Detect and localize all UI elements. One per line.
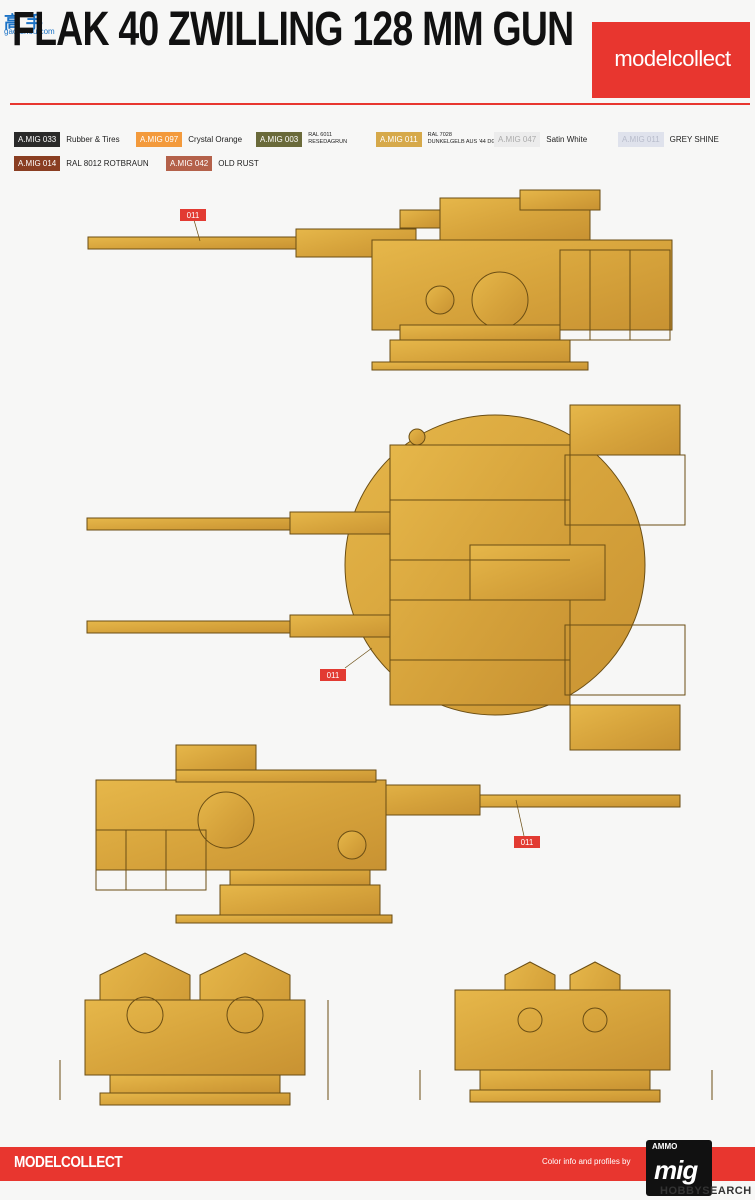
paint-code: A.MIG 047 xyxy=(494,131,541,147)
paint-code: A.MIG 011 xyxy=(618,131,664,147)
brand-logo-box xyxy=(592,22,750,98)
header-divider xyxy=(10,103,750,105)
rear-view xyxy=(419,961,713,1103)
brand-logo-text: modelcollect xyxy=(614,46,731,71)
paint-code: A.MIG 014 xyxy=(14,155,61,171)
watermark-bottom: HOBBYSEARCH xyxy=(660,1185,752,1197)
page-title: FLAK 40 ZWILLING 128 MM GUN xyxy=(12,3,574,56)
paint-name: RAL 6011 xyxy=(308,132,333,138)
paint-name: RAL 8012 ROTBRAUN xyxy=(66,158,149,168)
paint-name: OLD RUST xyxy=(218,158,259,168)
mig-logo-text: mig xyxy=(654,1155,698,1185)
front-view xyxy=(59,952,329,1106)
footer-credit: Color info and profiles by xyxy=(542,1157,631,1166)
paint-code: A.MIG 003 xyxy=(256,131,303,147)
paint-name: Crystal Orange xyxy=(188,134,243,144)
side-view-left xyxy=(87,189,673,371)
ammo-mig-logo xyxy=(646,1140,712,1196)
top-view xyxy=(86,404,686,751)
paint-name: RAL 7028 xyxy=(427,132,452,138)
paint-subname: DUNKELGELB AUS '44 DG I xyxy=(427,139,499,145)
footer-brand: MODELCOLLECT xyxy=(14,1154,123,1171)
paint-code: A.MIG 042 xyxy=(166,155,213,171)
paint-name: Satin White xyxy=(546,134,588,144)
paint-chip: A.MIG 097 Crystal Orange xyxy=(136,128,242,150)
paint-callout: 011 xyxy=(514,836,540,848)
paint-name: GREY SHINE xyxy=(669,134,719,144)
watermark-logo: 高 手 xyxy=(4,13,43,32)
paint-name: Rubber & Tires xyxy=(66,134,120,144)
paint-chip: A.MIG 033 Rubber & Tires xyxy=(14,128,120,150)
paint-code: A.MIG 011 xyxy=(376,131,422,147)
ammo-logo-text: AMMO xyxy=(652,1142,678,1151)
paint-chip: A.MIG 014 RAL 8012 ROTBRAUN xyxy=(14,152,149,174)
paint-callout: 011 xyxy=(320,669,346,681)
paint-chip: A.MIG 042 OLD RUST xyxy=(166,152,259,174)
footer-bar xyxy=(0,1147,755,1181)
paint-code: A.MIG 033 xyxy=(14,131,61,147)
paint-code: A.MIG 097 xyxy=(136,131,183,147)
side-view-right xyxy=(95,744,681,924)
paint-callout: 011 xyxy=(180,209,206,221)
paint-subname: RESEDAGRUN xyxy=(308,139,348,145)
paint-chip: A.MIG 011 GREY SHINE xyxy=(618,128,719,150)
watermark-url: gao-shou.com xyxy=(4,27,55,36)
paint-chip: A.MIG 047 Satin White xyxy=(494,128,587,150)
callout-leaders xyxy=(193,219,525,837)
